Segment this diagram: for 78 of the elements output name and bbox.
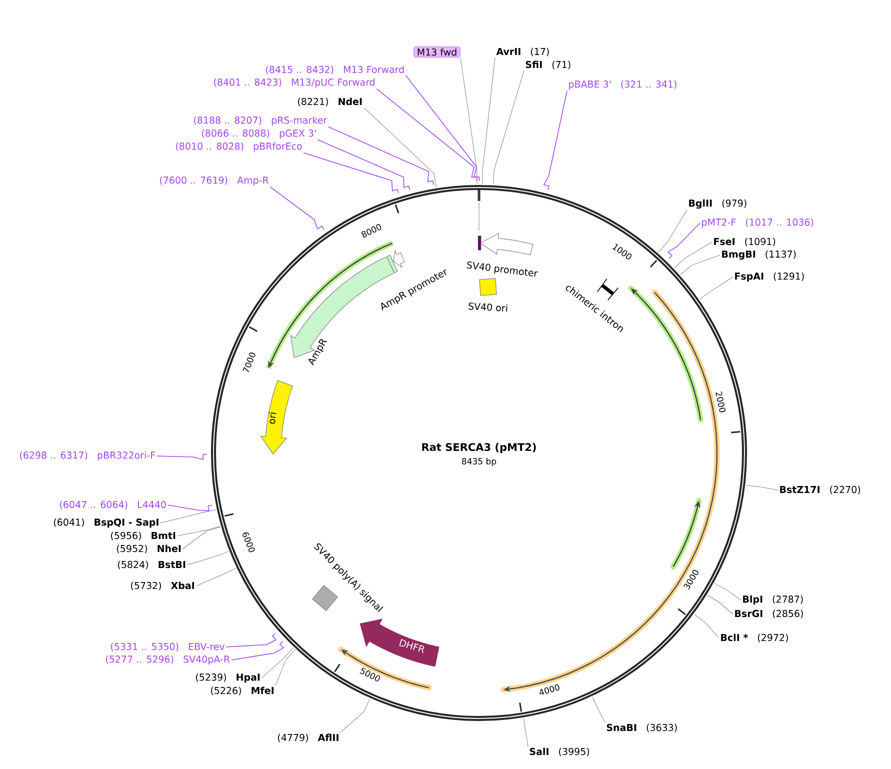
site-label: (5824) BstBI — [118, 560, 186, 570]
leader-line — [340, 698, 370, 733]
leader-line — [226, 632, 276, 648]
leader-line — [196, 568, 236, 586]
leader-line — [680, 254, 720, 276]
site-label: AvrII (17) — [496, 48, 549, 56]
leader-line — [460, 57, 478, 184]
site-label: BlpI (2787) — [743, 595, 803, 605]
leader-line — [167, 504, 212, 512]
leader-line — [674, 242, 712, 268]
leader-line — [176, 526, 220, 536]
site-label: (5239) HpaI — [196, 673, 260, 683]
site-label: BstZ17I (2270) — [780, 486, 860, 494]
leader-line — [405, 75, 480, 182]
site-label: FspAI (1291) — [735, 272, 804, 282]
leader-line — [523, 718, 528, 747]
primer-label: (8401 .. 8423) M13/pUC Forward — [214, 78, 375, 88]
node-label: SV40 ori — [468, 302, 508, 312]
primer-label: (8415 .. 8432) M13 Forward — [266, 66, 404, 74]
primer-label: (8066 .. 8088) pGEX 3' — [202, 129, 316, 139]
tick-label: 4000 — [540, 684, 560, 695]
primer-label: (7600 .. 7619) Amp-R — [160, 176, 269, 186]
leader-line — [270, 186, 325, 230]
primer-label: pMT2-F (1017 .. 1036) — [702, 218, 814, 228]
primer-label: (5277 .. 5296) SV40pA-R — [106, 655, 230, 665]
site-label: (5952) NheI — [117, 544, 181, 554]
leader-line — [376, 88, 478, 182]
leader-line — [746, 484, 778, 490]
leader-line — [492, 70, 524, 185]
leader-line — [156, 454, 208, 460]
feature-box: SV40 ori — [468, 278, 508, 312]
primer-label: pBABE 3' (321 .. 341) — [569, 80, 676, 90]
site-label: (8221) NdeI — [298, 98, 362, 106]
site-label: (5732) XbaI — [131, 582, 194, 590]
leader-line — [694, 614, 720, 638]
primer-label: (8188 .. 8207) pRS-marker — [194, 116, 328, 126]
site-label: BsrGI (2856) — [735, 610, 803, 618]
leader-line — [592, 696, 606, 723]
leader-line — [482, 57, 496, 184]
site-label: (4779) AflII — [278, 734, 338, 742]
leader-line — [658, 210, 688, 253]
size-label: 8435 bp — [462, 458, 496, 466]
site-label: SfiI (71) — [526, 60, 570, 70]
site-label: (6041) BspQI - SapI — [54, 518, 158, 528]
leader-line — [230, 641, 284, 660]
tick-label: 8000 — [361, 224, 382, 238]
leader-line — [186, 551, 229, 566]
primer-label: (8010 .. 8028) pBRforEco — [176, 142, 302, 152]
site-label: BmgBI (1137) — [722, 250, 796, 260]
leader-line — [714, 582, 742, 600]
tick-label: 2000 — [716, 392, 726, 412]
tick-label: 7000 — [242, 352, 256, 372]
site-label: BglII (979) — [689, 199, 746, 209]
site-label: FseI (1091) — [714, 238, 776, 246]
leader-line — [363, 107, 437, 188]
leader-line — [261, 648, 294, 678]
leader-line — [707, 594, 734, 614]
leader-line — [328, 126, 434, 186]
site-label: (5956) BmtI — [111, 532, 176, 540]
node-label: SV40 promoter — [466, 261, 538, 277]
leader-line — [699, 276, 734, 300]
site-label: (5226) MfeI — [211, 686, 274, 696]
site-label: BclI * (2972) — [721, 634, 788, 642]
primer-box: M13 fwd — [414, 46, 460, 58]
site-label: SalI (3995) — [530, 748, 589, 756]
leader-line — [160, 509, 216, 524]
leader-line — [668, 222, 700, 259]
leader-line — [182, 526, 221, 550]
primer-label: (6047 .. 6064) L4440 — [60, 500, 166, 510]
leader-line — [275, 649, 296, 686]
map-title: Rat SERCA3 (pMT2) — [422, 442, 536, 454]
site-label: SnaBI (3633) — [606, 724, 677, 732]
leader-line — [303, 152, 399, 194]
tick-label: 6000 — [242, 532, 255, 552]
leader-line — [543, 90, 568, 190]
leader-line — [317, 139, 410, 190]
primer-label: (6298 .. 6317) pBR322ori-F — [20, 451, 156, 461]
primer-label: (5331 .. 5350) EBV-rev — [111, 642, 225, 652]
